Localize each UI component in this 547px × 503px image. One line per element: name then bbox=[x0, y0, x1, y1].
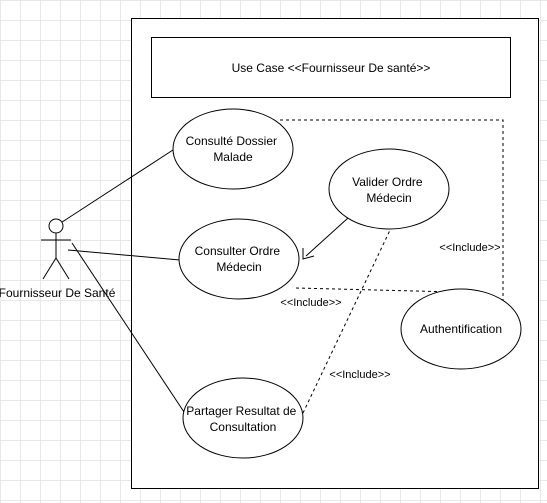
use-case-label: Consulté Dossier Malade bbox=[186, 134, 281, 164]
actor-stick-figure-icon[interactable] bbox=[41, 218, 71, 280]
actor-name: Fournisseur De Santé bbox=[0, 286, 116, 300]
association-line-partager-resultat bbox=[71, 242, 187, 416]
use-case-label: Consulter Ordre Médecin bbox=[195, 244, 284, 274]
use-case-partager-resultat[interactable]: Partager Resultat de Consultation bbox=[182, 377, 304, 459]
use-case-label: Valider Ordre Médecin bbox=[352, 175, 426, 205]
include-label-ordre-auth: <<Include>> bbox=[280, 297, 341, 309]
use-case-label: Authentification bbox=[420, 322, 502, 336]
include-line-ordre-auth bbox=[295, 287, 456, 293]
use-case-label: Partager Resultat de Consultation bbox=[186, 404, 299, 434]
include-line-dossier-auth bbox=[280, 119, 504, 300]
use-case-ellipse bbox=[172, 108, 294, 190]
include-label-partager-valider: <<Include>> bbox=[329, 369, 390, 381]
include-line-partager-valider bbox=[302, 225, 393, 414]
system-title: Use Case <<Fournisseur De santé>> bbox=[232, 61, 431, 75]
association-line-consulter-dossier bbox=[55, 147, 177, 227]
use-case-valider-ordre[interactable]: Valider Ordre Médecin bbox=[328, 148, 450, 230]
arrow-head-icon bbox=[302, 248, 315, 260]
use-case-ellipse bbox=[182, 377, 304, 459]
use-case-ellipse bbox=[328, 148, 450, 230]
arrow-line-valider-consulter bbox=[305, 217, 349, 257]
include-label-dossier-auth: <<Include>> bbox=[439, 242, 500, 254]
actor-head bbox=[48, 218, 64, 234]
association-line-consulter-ordre bbox=[67, 249, 181, 261]
use-case-authentification[interactable]: Authentification bbox=[400, 288, 522, 370]
system-title-box bbox=[151, 37, 511, 98]
use-case-consulter-dossier[interactable]: Consulté Dossier Malade bbox=[172, 108, 294, 190]
use-case-ellipse bbox=[178, 218, 300, 300]
actor-left-leg bbox=[42, 257, 57, 280]
use-case-consulter-ordre[interactable]: Consulter Ordre Médecin bbox=[178, 218, 300, 300]
actor-right-leg bbox=[55, 257, 70, 280]
use-case-ellipse bbox=[400, 288, 522, 370]
